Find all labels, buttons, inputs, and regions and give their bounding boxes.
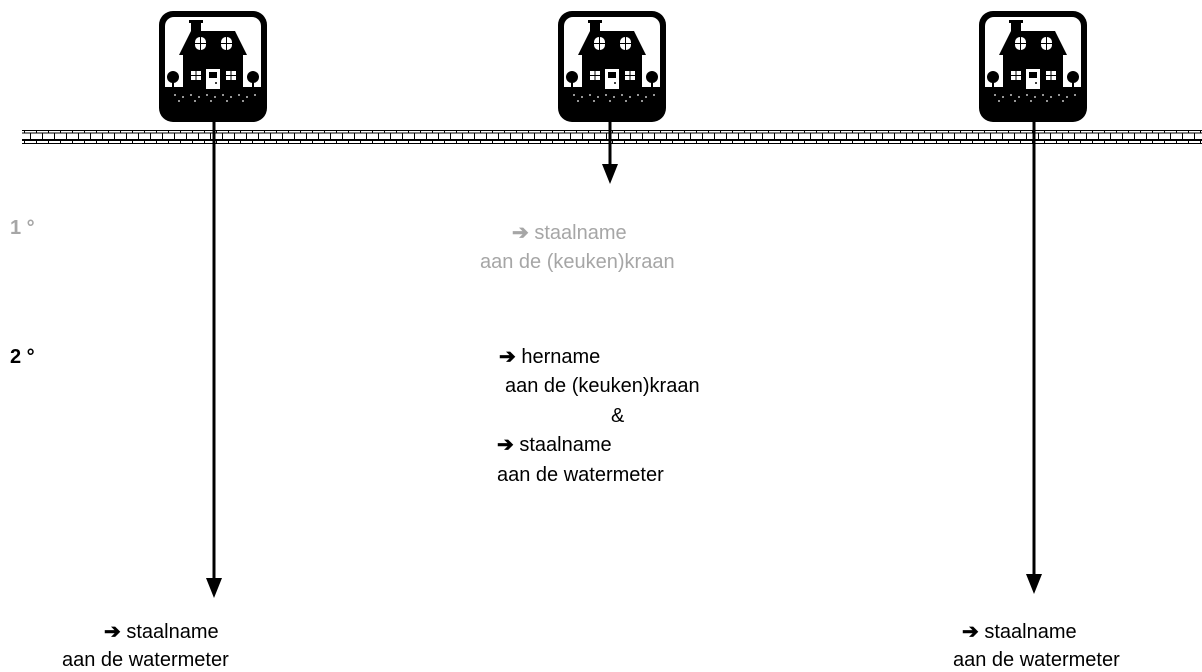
- step2-number: 2 °: [10, 346, 35, 368]
- step1-line1: staalname: [534, 222, 627, 244]
- step2-action-line-2: ➔ staalname: [497, 434, 612, 457]
- left-house-line2: aan de watermeter: [62, 649, 229, 671]
- step1-number: 1 °: [10, 217, 35, 239]
- arrow-right-icon: ➔: [962, 621, 979, 643]
- arrow-right-icon: ➔: [499, 346, 516, 368]
- brick-wall: [22, 130, 1202, 144]
- step1-action-line: ➔ staalname: [512, 222, 627, 245]
- arrow-right-icon: ➔: [104, 621, 121, 643]
- step2-action-line: ➔ hername: [499, 346, 600, 369]
- house-icon-center: [558, 11, 666, 122]
- arrow-right-icon: ➔: [497, 434, 514, 456]
- house-icon-right: [979, 11, 1087, 122]
- left-house-action-line: ➔ staalname: [104, 621, 219, 644]
- step2-ampersand: &: [611, 405, 625, 427]
- step2-line2: aan de (keuken)kraan: [505, 375, 700, 397]
- right-house-line2: aan de watermeter: [953, 649, 1120, 671]
- step2-line3: staalname: [519, 434, 612, 456]
- step2-line1: hername: [521, 346, 601, 368]
- arrow-center-pipe: [602, 122, 618, 184]
- arrow-right-icon: ➔: [512, 222, 529, 244]
- right-house-action-line: ➔ staalname: [962, 621, 1077, 644]
- arrow-left-pipe: [206, 122, 222, 598]
- step2-line4: aan de watermeter: [497, 464, 664, 486]
- left-house-line1: staalname: [126, 621, 219, 643]
- right-house-line1: staalname: [984, 621, 1077, 643]
- step1-line2: aan de (keuken)kraan: [480, 251, 675, 273]
- house-icon-left: [159, 11, 267, 122]
- arrow-right-pipe: [1026, 122, 1042, 594]
